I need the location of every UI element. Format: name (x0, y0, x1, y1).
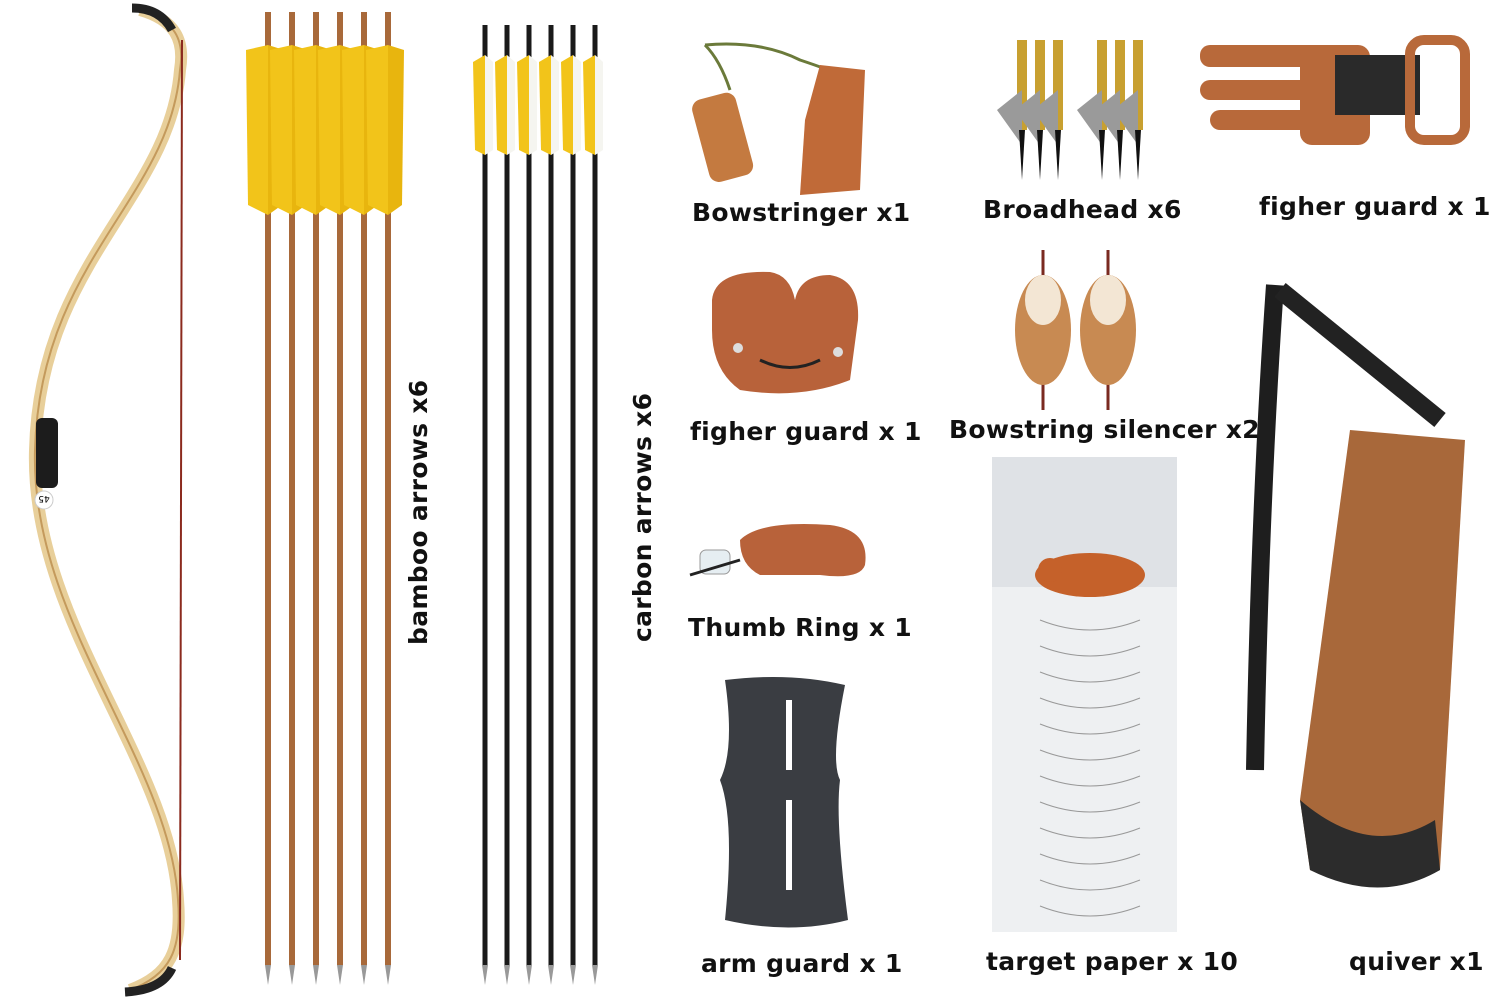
carbon-arrow-point (548, 965, 554, 985)
thumb-ring-item (689, 524, 866, 577)
broadhead-item (997, 40, 1143, 180)
target-ring (1039, 671, 1141, 683)
broadhead-tip (1117, 130, 1123, 180)
carbon-arrow-fletching (583, 55, 595, 155)
target-ring (1039, 723, 1141, 735)
finger-guard-tab-item (712, 271, 859, 394)
arm-guard-item (720, 676, 848, 928)
broadhead-tip (1037, 130, 1043, 180)
carbon-arrow-fletching (551, 55, 559, 155)
target-ring (1039, 879, 1141, 891)
target-paper-item (992, 457, 1177, 932)
target-ring (1039, 619, 1141, 631)
target-ring (1039, 801, 1141, 813)
broadhead-ferrule (1115, 40, 1125, 130)
label-target-paper: target paper x 10 (986, 947, 1239, 976)
bowstringer-item (692, 42, 865, 195)
carbon-arrow-fletching (539, 55, 551, 155)
weight-tag-text: 45 (38, 493, 49, 503)
label-arm-guard: arm guard x 1 (701, 949, 903, 978)
broadhead-ferrule (1133, 40, 1143, 130)
broadhead-tip (1055, 130, 1061, 180)
bamboo-arrow-point (337, 965, 343, 985)
broadhead-tip (1135, 130, 1141, 180)
carbon-arrow-fletching (595, 55, 603, 155)
target-ring (1039, 775, 1141, 787)
label-silencer: Bowstring silencer x2 (949, 415, 1260, 444)
bamboo-arrow-point (385, 965, 391, 985)
bamboo-arrow-fletching (246, 45, 268, 215)
carbon-arrow-fletching (573, 55, 581, 155)
target-ring (1039, 749, 1141, 761)
bamboo-arrow-point (313, 965, 319, 985)
carbon-arrow-point (570, 965, 576, 985)
target-ring (1039, 697, 1141, 709)
label-finger-guard-glove: figher guard x 1 (1259, 192, 1491, 221)
carbon-arrow-fletching (495, 55, 507, 155)
label-bowstringer: Bowstringer x1 (692, 198, 911, 227)
broadhead-ferrule (1017, 40, 1027, 130)
label-bamboo-arrows: bamboo arrows x6 (404, 379, 433, 645)
target-ring (1039, 827, 1141, 839)
bow-grip (36, 418, 58, 488)
broadhead-blade (997, 90, 1022, 145)
bamboo-arrow-point (289, 965, 295, 985)
label-broadhead: Broadhead x6 (983, 195, 1182, 224)
broadhead-blade (1033, 90, 1058, 145)
label-finger-guard-tab: figher guard x 1 (690, 417, 922, 446)
weight-tag (34, 490, 54, 510)
recurve-bow: 45 (28, 3, 188, 997)
bamboo-arrow-fletching (270, 45, 292, 215)
broadhead-tip (1099, 130, 1105, 180)
bamboo-arrow-fletching (366, 45, 388, 215)
broadhead-ferrule (1035, 40, 1045, 130)
target-ring (1039, 645, 1141, 657)
bow-tip-top (131, 3, 176, 33)
carbon-arrow-fletching (517, 55, 529, 155)
carbon-arrow-point (504, 965, 510, 985)
target-ring (1039, 905, 1141, 917)
finger-guard-glove-item (1200, 35, 1470, 145)
silencer-item (1015, 250, 1136, 410)
carbon-arrow-point (526, 965, 532, 985)
broadhead-ferrule (1053, 40, 1063, 130)
bamboo-arrow-fletching (318, 45, 340, 215)
broadhead-tip (1019, 130, 1025, 180)
carbon-arrow-fletching (561, 55, 573, 155)
broadhead-blade (1077, 90, 1102, 145)
bamboo-arrow-point (361, 965, 367, 985)
label-thumb-ring: Thumb Ring x 1 (688, 613, 912, 642)
carbon-arrow-fletching (485, 55, 493, 155)
label-carbon-arrows: carbon arrows x6 (628, 392, 657, 642)
bow-tip-bottom (124, 965, 177, 997)
bamboo-arrow-fletching (388, 45, 404, 215)
broadhead-ferrule (1097, 40, 1107, 130)
bamboo-arrows (246, 12, 404, 985)
broadhead-blade (1015, 90, 1040, 145)
bamboo-arrow-point (265, 965, 271, 985)
carbon-arrows (473, 25, 603, 985)
bamboo-arrow-fletching (342, 45, 364, 215)
bow-limb (28, 4, 188, 996)
carbon-arrow-fletching (507, 55, 515, 155)
target-ring (1039, 853, 1141, 865)
bowstring (179, 39, 183, 961)
quiver-item (1246, 283, 1465, 888)
broadhead-blade (1095, 90, 1120, 145)
carbon-arrow-fletching (473, 55, 485, 155)
bow-limb-edge (33, 9, 183, 991)
broadhead-blade (1113, 90, 1138, 145)
label-quiver: quiver x1 (1349, 947, 1484, 976)
carbon-arrow-point (482, 965, 488, 985)
bamboo-arrow-fletching (294, 45, 316, 215)
carbon-arrow-fletching (529, 55, 537, 155)
carbon-arrow-point (592, 965, 598, 985)
